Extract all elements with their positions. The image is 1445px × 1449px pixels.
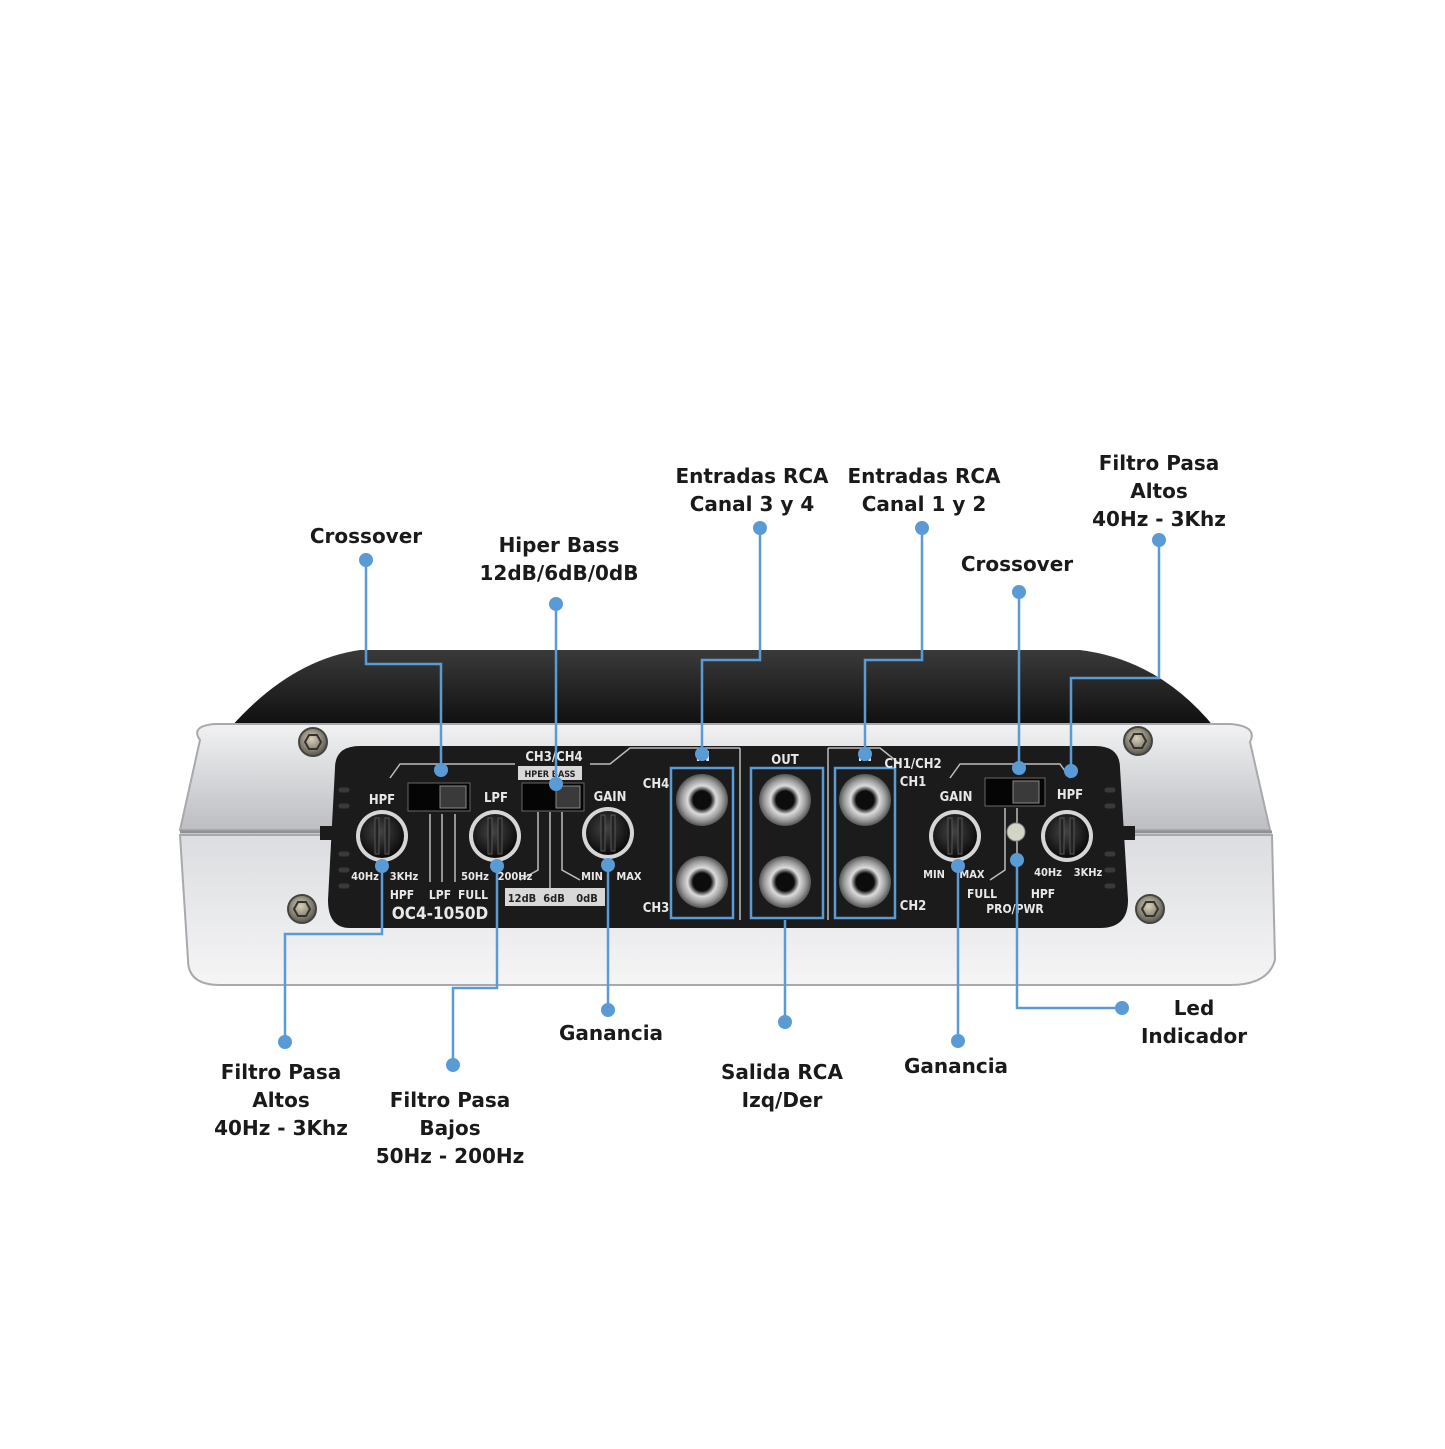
callout-line: Filtro Pasa [1098, 451, 1220, 475]
panel-label-6db: 6dB [543, 892, 565, 905]
gain-knob-left[interactable] [582, 807, 634, 859]
panel-label-ch3: CH3 [643, 901, 670, 916]
panel-label-max-left: MAX [616, 870, 642, 883]
panel-label-lpf: LPF [484, 791, 508, 806]
callout-line: Altos [1130, 479, 1188, 503]
leader-dots [278, 521, 1166, 1072]
hpf-knob-right[interactable] [1041, 810, 1093, 862]
leader-lines [283, 528, 1161, 1065]
callout-crossover-left: Crossover [310, 522, 422, 550]
callout-line: Entradas RCA [675, 464, 829, 488]
callout-line: Canal 3 y 4 [689, 492, 815, 516]
panel-label-min-right: MIN [923, 868, 945, 881]
panel-label-gain-left: GAIN [594, 790, 627, 805]
panel-label-gain-right: GAIN [940, 790, 973, 805]
amplifier-top-surface [230, 650, 1215, 728]
panel-label-200hz: 200Hz [498, 870, 533, 883]
callout-line: Indicador [1140, 1024, 1248, 1048]
led-indicator [1006, 822, 1026, 842]
panel-label-out: OUT [771, 753, 798, 768]
callout-line: 40Hz - 3Khz [1092, 507, 1226, 531]
callout-inputs-ch34: Entradas RCA Canal 3 y 4 [675, 462, 828, 518]
gain-knob-right[interactable] [929, 810, 981, 862]
panel-label-3khz-left: 3KHz [390, 870, 419, 883]
panel-label-ch4: CH4 [643, 777, 670, 792]
callout-line: Izq/Der [741, 1088, 823, 1112]
callout-line: Salida RCA [721, 1060, 843, 1084]
panel-label-hpf-right: HPF [1057, 788, 1083, 803]
screw-bottom-right [1135, 894, 1165, 924]
callout-crossover-right: Crossover [961, 550, 1073, 578]
callout-hiper-bass: Hiper Bass 12dB/6dB/0dB [480, 531, 639, 587]
callout-line: 12dB/6dB/0dB [479, 561, 639, 585]
panel-label-switch-hpf: HPF [390, 888, 414, 902]
hpf-knob-left[interactable] [356, 810, 408, 862]
rca-highlight-boxes [669, 766, 897, 920]
panel-label-0db: 0dB [576, 892, 598, 905]
rca-jacks[interactable] [676, 774, 891, 908]
panel-label-hpf-left: HPF [369, 793, 395, 808]
panel-label-switch-hpf-right: HPF [1031, 887, 1055, 901]
crossover-switch-right[interactable] [984, 777, 1046, 807]
panel-label-switch-lpf: LPF [429, 888, 451, 902]
panel-label-switch-full-right: FULL [967, 887, 997, 901]
callout-line: Filtro Pasa [220, 1060, 342, 1084]
callout-gain-left: Ganancia [559, 1019, 663, 1047]
panel-label-12db: 12dB [508, 892, 536, 905]
screw-bottom-left [287, 894, 317, 924]
callout-line: Canal 1 y 2 [861, 492, 987, 516]
panel-label-50hz: 50Hz [461, 870, 489, 883]
callout-inputs-ch12: Entradas RCA Canal 1 y 2 [847, 462, 1000, 518]
panel-label-ch1: CH1 [900, 775, 927, 790]
panel-label-hyperbass: HPER BASS [525, 770, 576, 780]
panel-label-ch2: CH2 [900, 899, 927, 914]
callout-line: 50Hz - 200Hz [375, 1144, 525, 1168]
callout-line: Hiper Bass [498, 533, 620, 557]
panel-label-switch-full: FULL [458, 888, 488, 902]
callout-rca-out: Salida RCA Izq/Der [721, 1058, 843, 1114]
callout-line: Led [1173, 996, 1215, 1020]
panel-label-40hz-right: 40Hz [1034, 866, 1062, 879]
callout-line: Ganancia [903, 1054, 1009, 1078]
panel-label-propwr: PRO/PWR [986, 902, 1044, 916]
screw-top-left [298, 727, 328, 757]
callout-line: Filtro Pasa [389, 1088, 511, 1112]
callout-line: 40Hz - 3Khz [214, 1116, 348, 1140]
panel-label-3khz-right: 3KHz [1074, 866, 1103, 879]
panel-label-ch3ch4: CH3/CH4 [525, 750, 582, 765]
callout-gain-right: Ganancia [904, 1052, 1008, 1080]
panel-labels: CH3/CH4 HPER BASS IN OUT IN CH1/CH2 CH4 … [351, 750, 1102, 924]
lpf-knob[interactable] [469, 810, 521, 862]
panel-label-40hz-left: 40Hz [351, 870, 379, 883]
callout-line: Crossover [960, 552, 1074, 576]
callout-line: Entradas RCA [847, 464, 1001, 488]
panel-label-min-left: MIN [581, 870, 603, 883]
callout-line: Bajos [419, 1116, 481, 1140]
panel-label-max-right: MAX [959, 868, 985, 881]
callout-line: Altos [252, 1088, 310, 1112]
callout-line: Ganancia [558, 1021, 664, 1045]
crossover-switch-left[interactable] [407, 782, 471, 812]
panel-model-label: OC4-1050D [392, 904, 488, 924]
callout-line: Crossover [309, 524, 423, 548]
screw-top-right [1123, 726, 1153, 756]
panel-label-ch1ch2: CH1/CH2 [884, 757, 941, 772]
